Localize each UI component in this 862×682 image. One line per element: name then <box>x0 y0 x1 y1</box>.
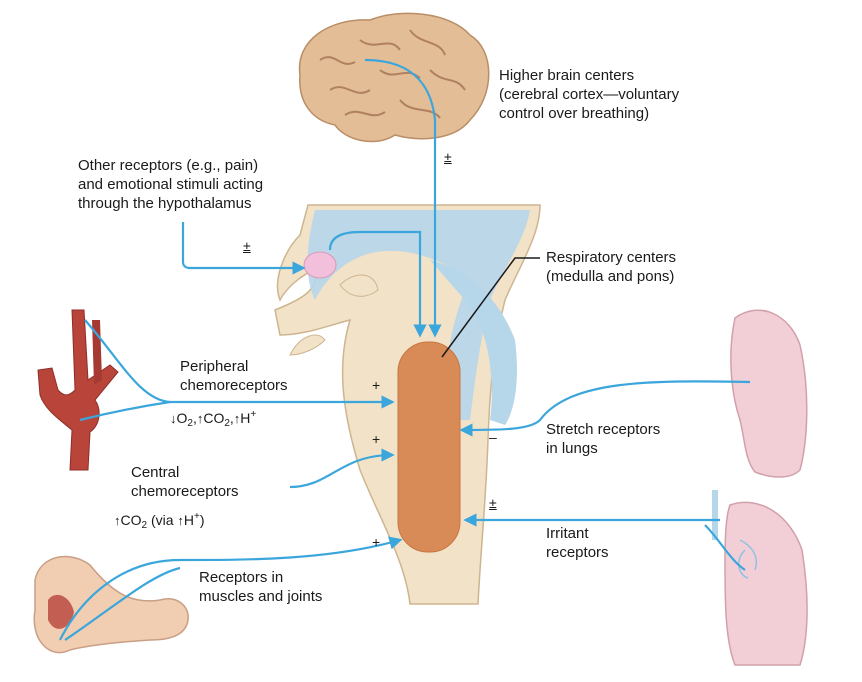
higher-brain-label: Higher brain centers (cerebral cortex—vo… <box>499 67 680 122</box>
lung-irritant-illustration <box>712 490 808 666</box>
respiratory-center <box>397 341 461 553</box>
arrow-peripheral <box>84 319 395 409</box>
irritant-label: Irritant receptors <box>546 525 609 561</box>
sign-stretch: – <box>489 429 497 445</box>
arrow-hypothalamus <box>181 222 306 275</box>
down-arrow-icon: ↓ <box>170 411 177 426</box>
sign-hypothalamus: ± <box>243 238 251 254</box>
other-receptors-label: Other receptors (e.g., pain) and emotion… <box>78 157 264 212</box>
arrow-muscles-branch <box>64 566 181 641</box>
up-arrow-icon: ↑ <box>177 513 184 528</box>
sign-central: + <box>372 431 381 447</box>
arrow-muscles <box>59 536 403 641</box>
sign-peripheral: + <box>372 377 381 393</box>
sign-muscles: + <box>372 534 381 550</box>
peripheral-label: Peripheral chemoreceptors <box>180 358 288 394</box>
arrow-peripheral-branch <box>79 400 171 422</box>
muscles-label: Receptors in muscles and joints <box>199 569 323 605</box>
arm-illustration <box>33 555 189 654</box>
respiratory-centers-label: Respiratory centers (medulla and pons) <box>546 249 677 285</box>
arrow-stretch <box>459 380 751 437</box>
central-stimuli: ↑CO2 (via ↑H+) <box>114 511 205 531</box>
sign-irritant: ± <box>489 495 497 511</box>
peripheral-stimuli: ↓O2,↑CO2,↑H+ <box>170 409 257 429</box>
up-arrow-icon: ↑ <box>233 411 241 426</box>
sign-brain: ± <box>444 149 452 165</box>
up-arrow-icon: ↑ <box>114 513 121 528</box>
arrow-hypo-to-center <box>328 230 427 338</box>
arrow-central <box>289 448 395 489</box>
hypothalamus <box>303 251 337 279</box>
central-label: Central chemoreceptors <box>131 464 239 500</box>
respiratory-leader-line <box>441 257 540 358</box>
stretch-label: Stretch receptors in lungs <box>546 421 661 457</box>
arrow-brain <box>364 58 442 338</box>
arrow-irritant-branch <box>704 524 746 571</box>
lung-stretch-illustration <box>730 309 808 478</box>
up-arrow-icon: ↑ <box>196 411 204 426</box>
artery-illustration <box>37 309 119 471</box>
brain-illustration <box>298 12 490 143</box>
